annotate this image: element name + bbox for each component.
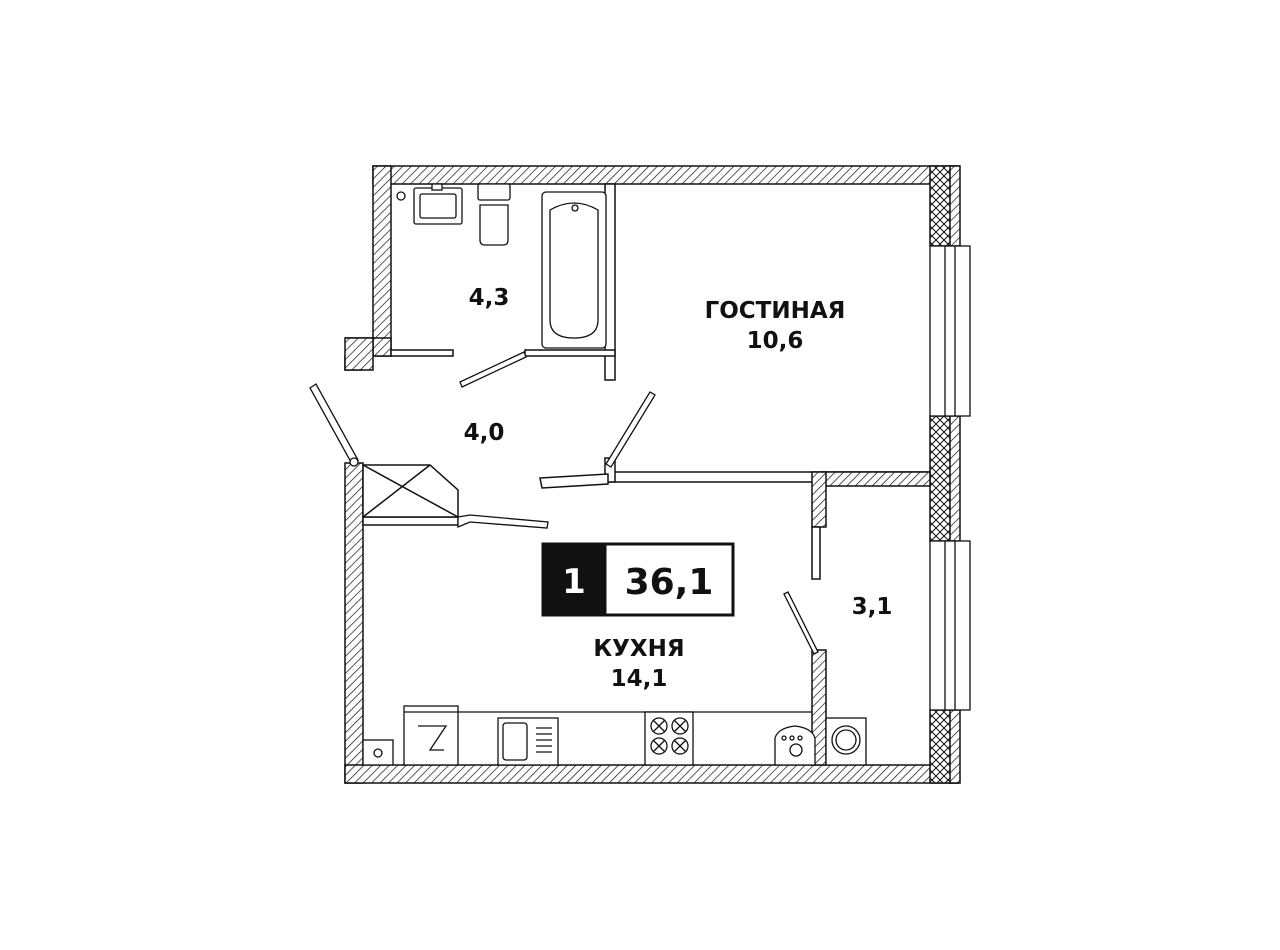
toilet-bowl-icon [479, 204, 509, 246]
bathroom-fixtures [396, 183, 607, 349]
badge-total-area: 36,1 [625, 562, 714, 603]
wall-left-upper [372, 165, 392, 357]
badge-rooms-box [541, 542, 607, 617]
partition-balcony-top [821, 471, 931, 487]
window-living [929, 245, 971, 417]
toilet-tank-icon [477, 183, 511, 201]
door-balcony [783, 591, 819, 655]
door-living [605, 391, 656, 468]
badge-rooms-count: 1 [562, 562, 586, 602]
bathroom-area-label: 4,3 [469, 285, 510, 311]
door-kitchen [457, 514, 549, 529]
window-balcony [929, 540, 971, 711]
partition-bath-bottom-left [390, 349, 454, 357]
apartment-badge: 1 36,1 [541, 542, 735, 617]
wall-left-lower [344, 462, 364, 784]
fridge-icon [403, 705, 459, 766]
wall-bottom [344, 764, 959, 784]
interior-walls [362, 183, 931, 766]
riser-icon [396, 191, 406, 201]
hallway-area-label: 4,0 [464, 420, 505, 446]
partition-balcony-upper-thin [811, 526, 821, 580]
partition-kitchen-top [362, 516, 459, 526]
kitchen-name-label: КУХНЯ [593, 636, 684, 662]
partition-bath-bottom-right [524, 349, 616, 357]
living-area-label: 10,6 [747, 328, 804, 354]
balcony-area-label: 3,1 [852, 594, 893, 620]
partition-hall-stub [539, 473, 609, 489]
wall-top [372, 165, 959, 185]
room-labels: 4,3 4,0 ГОСТИНАЯ 10,6 КУХНЯ 14,1 3,1 [464, 285, 893, 692]
partition-balcony-lower [811, 649, 827, 766]
kitchen-area-label: 14,1 [611, 666, 668, 692]
badge-area-box [603, 542, 735, 617]
kitchen-fixtures [362, 705, 867, 766]
living-name-label: ГОСТИНАЯ [705, 298, 846, 324]
door-entrance [309, 383, 359, 465]
door-bathroom [459, 351, 527, 388]
ventilation-shaft [362, 464, 459, 518]
doors [309, 351, 819, 655]
windows [929, 245, 971, 711]
partition-balcony-upper [811, 471, 827, 528]
